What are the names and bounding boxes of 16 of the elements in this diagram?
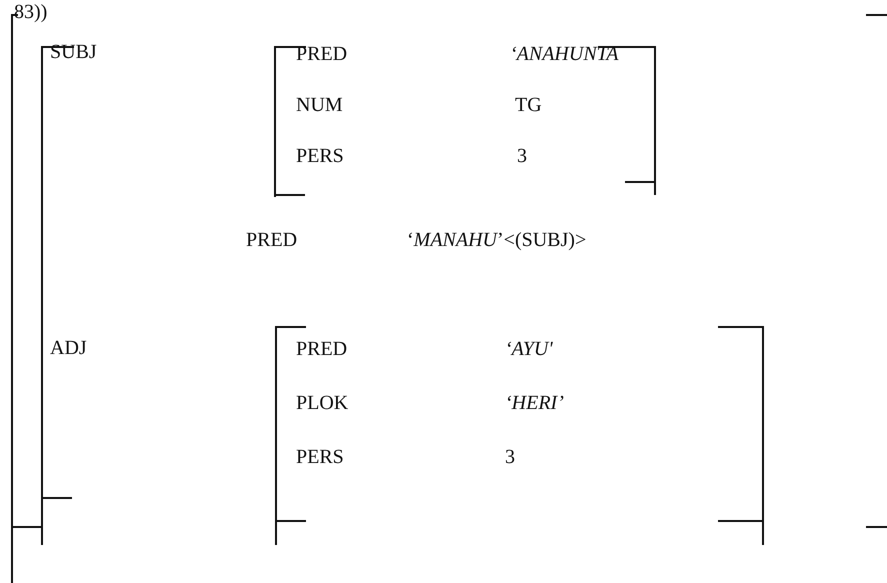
attribute-label: ADJ: [50, 336, 87, 360]
attribute-label: PERS: [296, 144, 344, 168]
attribute-value: ‘AYU': [505, 337, 553, 361]
attribute-value: ‘ANAHUNTA: [510, 42, 619, 66]
attribute-label: PERS: [296, 445, 344, 469]
attribute-value: 3: [517, 144, 527, 168]
attribute-label: NUM: [296, 93, 343, 117]
attribute-label: PRED: [296, 42, 348, 66]
attribute-label: PLOK: [296, 391, 348, 415]
attribute-value: 3: [505, 445, 515, 469]
attribute-label: PRED: [296, 337, 348, 361]
attribute-value: ‘MANAHU’<(SUBJ)>: [407, 228, 586, 252]
attribute-value: TG: [515, 93, 542, 117]
example-number: 83)): [14, 0, 48, 24]
attribute-value: ‘HERI’: [505, 391, 564, 415]
attribute-label: PRED: [246, 228, 298, 252]
